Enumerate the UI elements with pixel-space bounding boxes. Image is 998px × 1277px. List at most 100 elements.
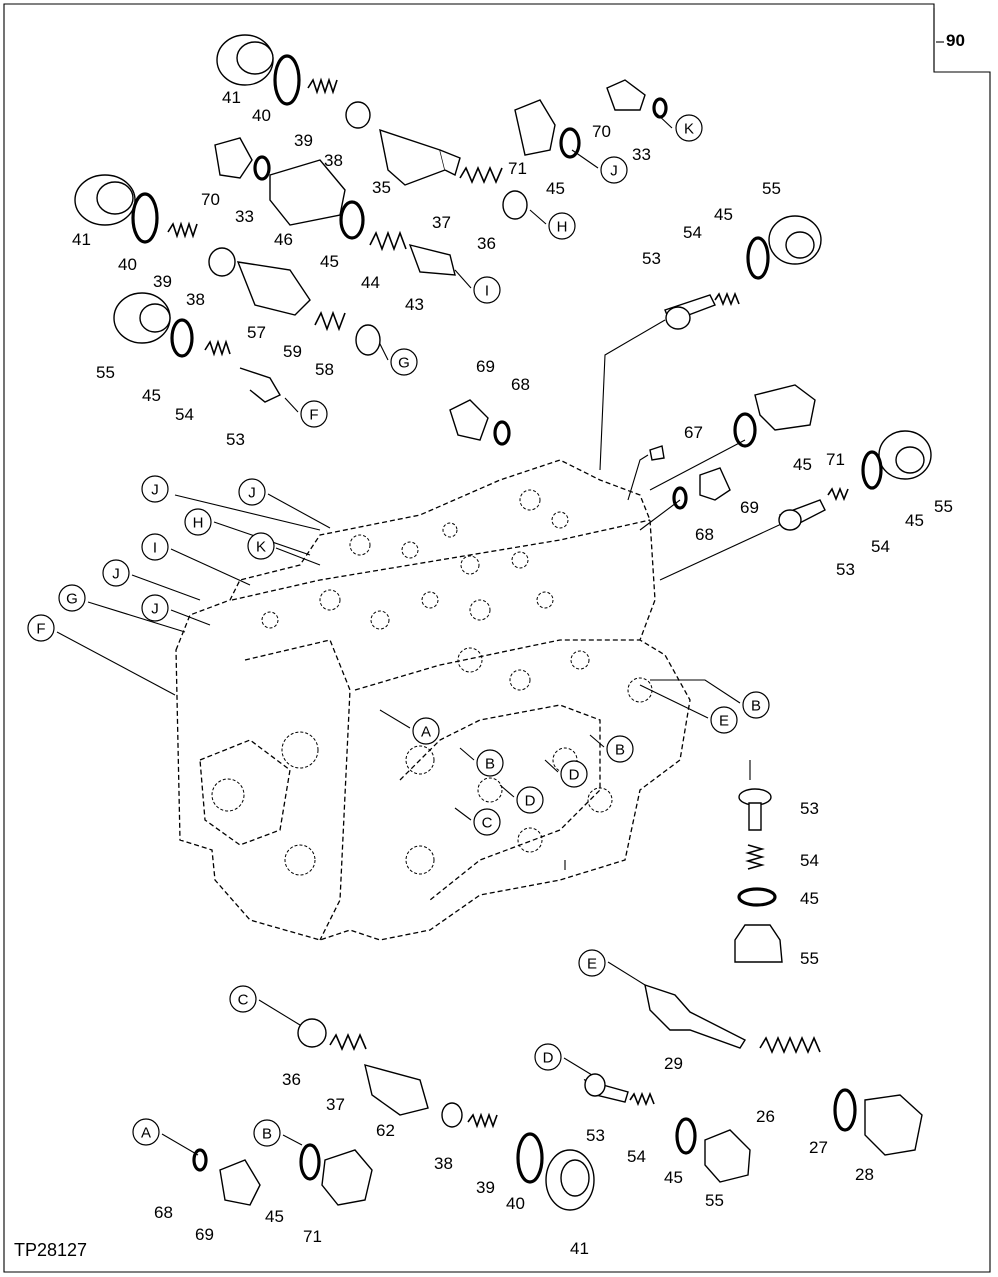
part-number-label: 27 (809, 1138, 828, 1157)
reference-marker: H (184, 508, 212, 536)
reference-marker: H (548, 212, 576, 240)
part-number-label: 35 (372, 178, 391, 197)
part-number-label: 38 (434, 1154, 453, 1173)
reference-circle (606, 735, 634, 763)
part-number-label: 45 (320, 252, 339, 271)
reference-letter: F (36, 621, 45, 638)
reference-letter: H (193, 515, 204, 532)
reference-circle (710, 706, 738, 734)
part-number-label: 45 (265, 1207, 284, 1226)
part-number-label: 68 (695, 525, 714, 544)
reference-circle (412, 717, 440, 745)
part-number-label: 45 (800, 889, 819, 908)
reference-circle (58, 584, 86, 612)
reference-circle (141, 533, 169, 561)
part-number-label: 36 (282, 1070, 301, 1089)
valve-body (175, 459, 691, 941)
part-number-label: 70 (201, 190, 220, 209)
reference-marker: J (600, 156, 628, 184)
reference-circle (247, 532, 275, 560)
part-number-label: 55 (934, 497, 953, 516)
part-number-label: 26 (756, 1107, 775, 1126)
reference-circle (229, 985, 257, 1013)
page-tab: 90 (946, 31, 965, 50)
reference-circle (132, 1118, 160, 1146)
reference-circle (238, 478, 266, 506)
reference-marker: K (247, 532, 275, 560)
reference-marker: E (710, 706, 738, 734)
part-number-label: 67 (684, 423, 703, 442)
reference-marker: F (300, 400, 328, 428)
reference-letter: B (751, 698, 761, 715)
figure-code: TP28127 (14, 1240, 87, 1260)
part-number-label: 59 (283, 342, 302, 361)
part-number-label: 71 (508, 159, 527, 178)
part-number-label: 53 (226, 430, 245, 449)
part-number-label: 37 (326, 1095, 345, 1114)
part-number-label: 45 (142, 386, 161, 405)
part-number-label: 33 (632, 145, 651, 164)
part-number-label: 39 (153, 272, 172, 291)
part-number-label: 41 (222, 88, 241, 107)
part-number-label: 53 (800, 799, 819, 818)
reference-letter: I (153, 540, 157, 557)
part-number-label: 39 (294, 131, 313, 150)
reference-letter: J (610, 163, 618, 180)
part-number-label: 69 (195, 1225, 214, 1244)
reference-marker: G (390, 348, 418, 376)
reference-circle (141, 594, 169, 622)
part-number-label: 28 (855, 1165, 874, 1184)
reference-letter: A (421, 724, 431, 741)
reference-marker: B (606, 735, 634, 763)
part-number-label: 40 (252, 106, 271, 125)
reference-letter: H (557, 219, 568, 236)
part-number-label: 68 (154, 1203, 173, 1222)
reference-letter: K (256, 539, 266, 556)
part-number-label: 55 (762, 179, 781, 198)
part-number-label: 71 (826, 450, 845, 469)
reference-letter: J (151, 482, 159, 499)
part-number-label: 53 (642, 249, 661, 268)
part-number-label: 45 (664, 1168, 683, 1187)
right-side-parts (449, 215, 932, 963)
reference-marker: G (58, 584, 86, 612)
reference-letter: G (398, 355, 410, 372)
reference-letter: G (66, 591, 78, 608)
part-number-label: 41 (72, 230, 91, 249)
reference-letter: D (543, 1050, 554, 1067)
part-number-label: 45 (546, 179, 565, 198)
reference-letter: D (569, 767, 580, 784)
reference-circle (560, 760, 588, 788)
reference-circle (390, 348, 418, 376)
part-number-label: 33 (235, 207, 254, 226)
reference-circle (675, 114, 703, 142)
page-border (3, 3, 991, 1273)
reference-letter: E (587, 956, 597, 973)
reference-letter: A (141, 1125, 151, 1142)
reference-circle (300, 400, 328, 428)
part-number-label: 54 (683, 223, 702, 242)
part-number-label: 45 (793, 455, 812, 474)
part-number-label: 68 (511, 375, 530, 394)
reference-marker: A (412, 717, 440, 745)
reference-marker: A (132, 1118, 160, 1146)
part-number-label: 44 (361, 273, 380, 292)
part-number-label: 37 (432, 213, 451, 232)
part-number-label: 57 (247, 323, 266, 342)
reference-letter: K (684, 121, 694, 138)
reference-circle (184, 508, 212, 536)
reference-marker: I (141, 533, 169, 561)
reference-letter: B (485, 756, 495, 773)
reference-marker: D (560, 760, 588, 788)
part-number-label: 55 (96, 363, 115, 382)
reference-marker: D (534, 1043, 562, 1071)
part-number-label: 62 (376, 1121, 395, 1140)
part-number-label: 54 (800, 851, 819, 870)
part-number-label: 39 (476, 1178, 495, 1197)
reference-marker: I (473, 276, 501, 304)
part-number-label: 41 (570, 1239, 589, 1258)
lower-parts (192, 983, 923, 1211)
